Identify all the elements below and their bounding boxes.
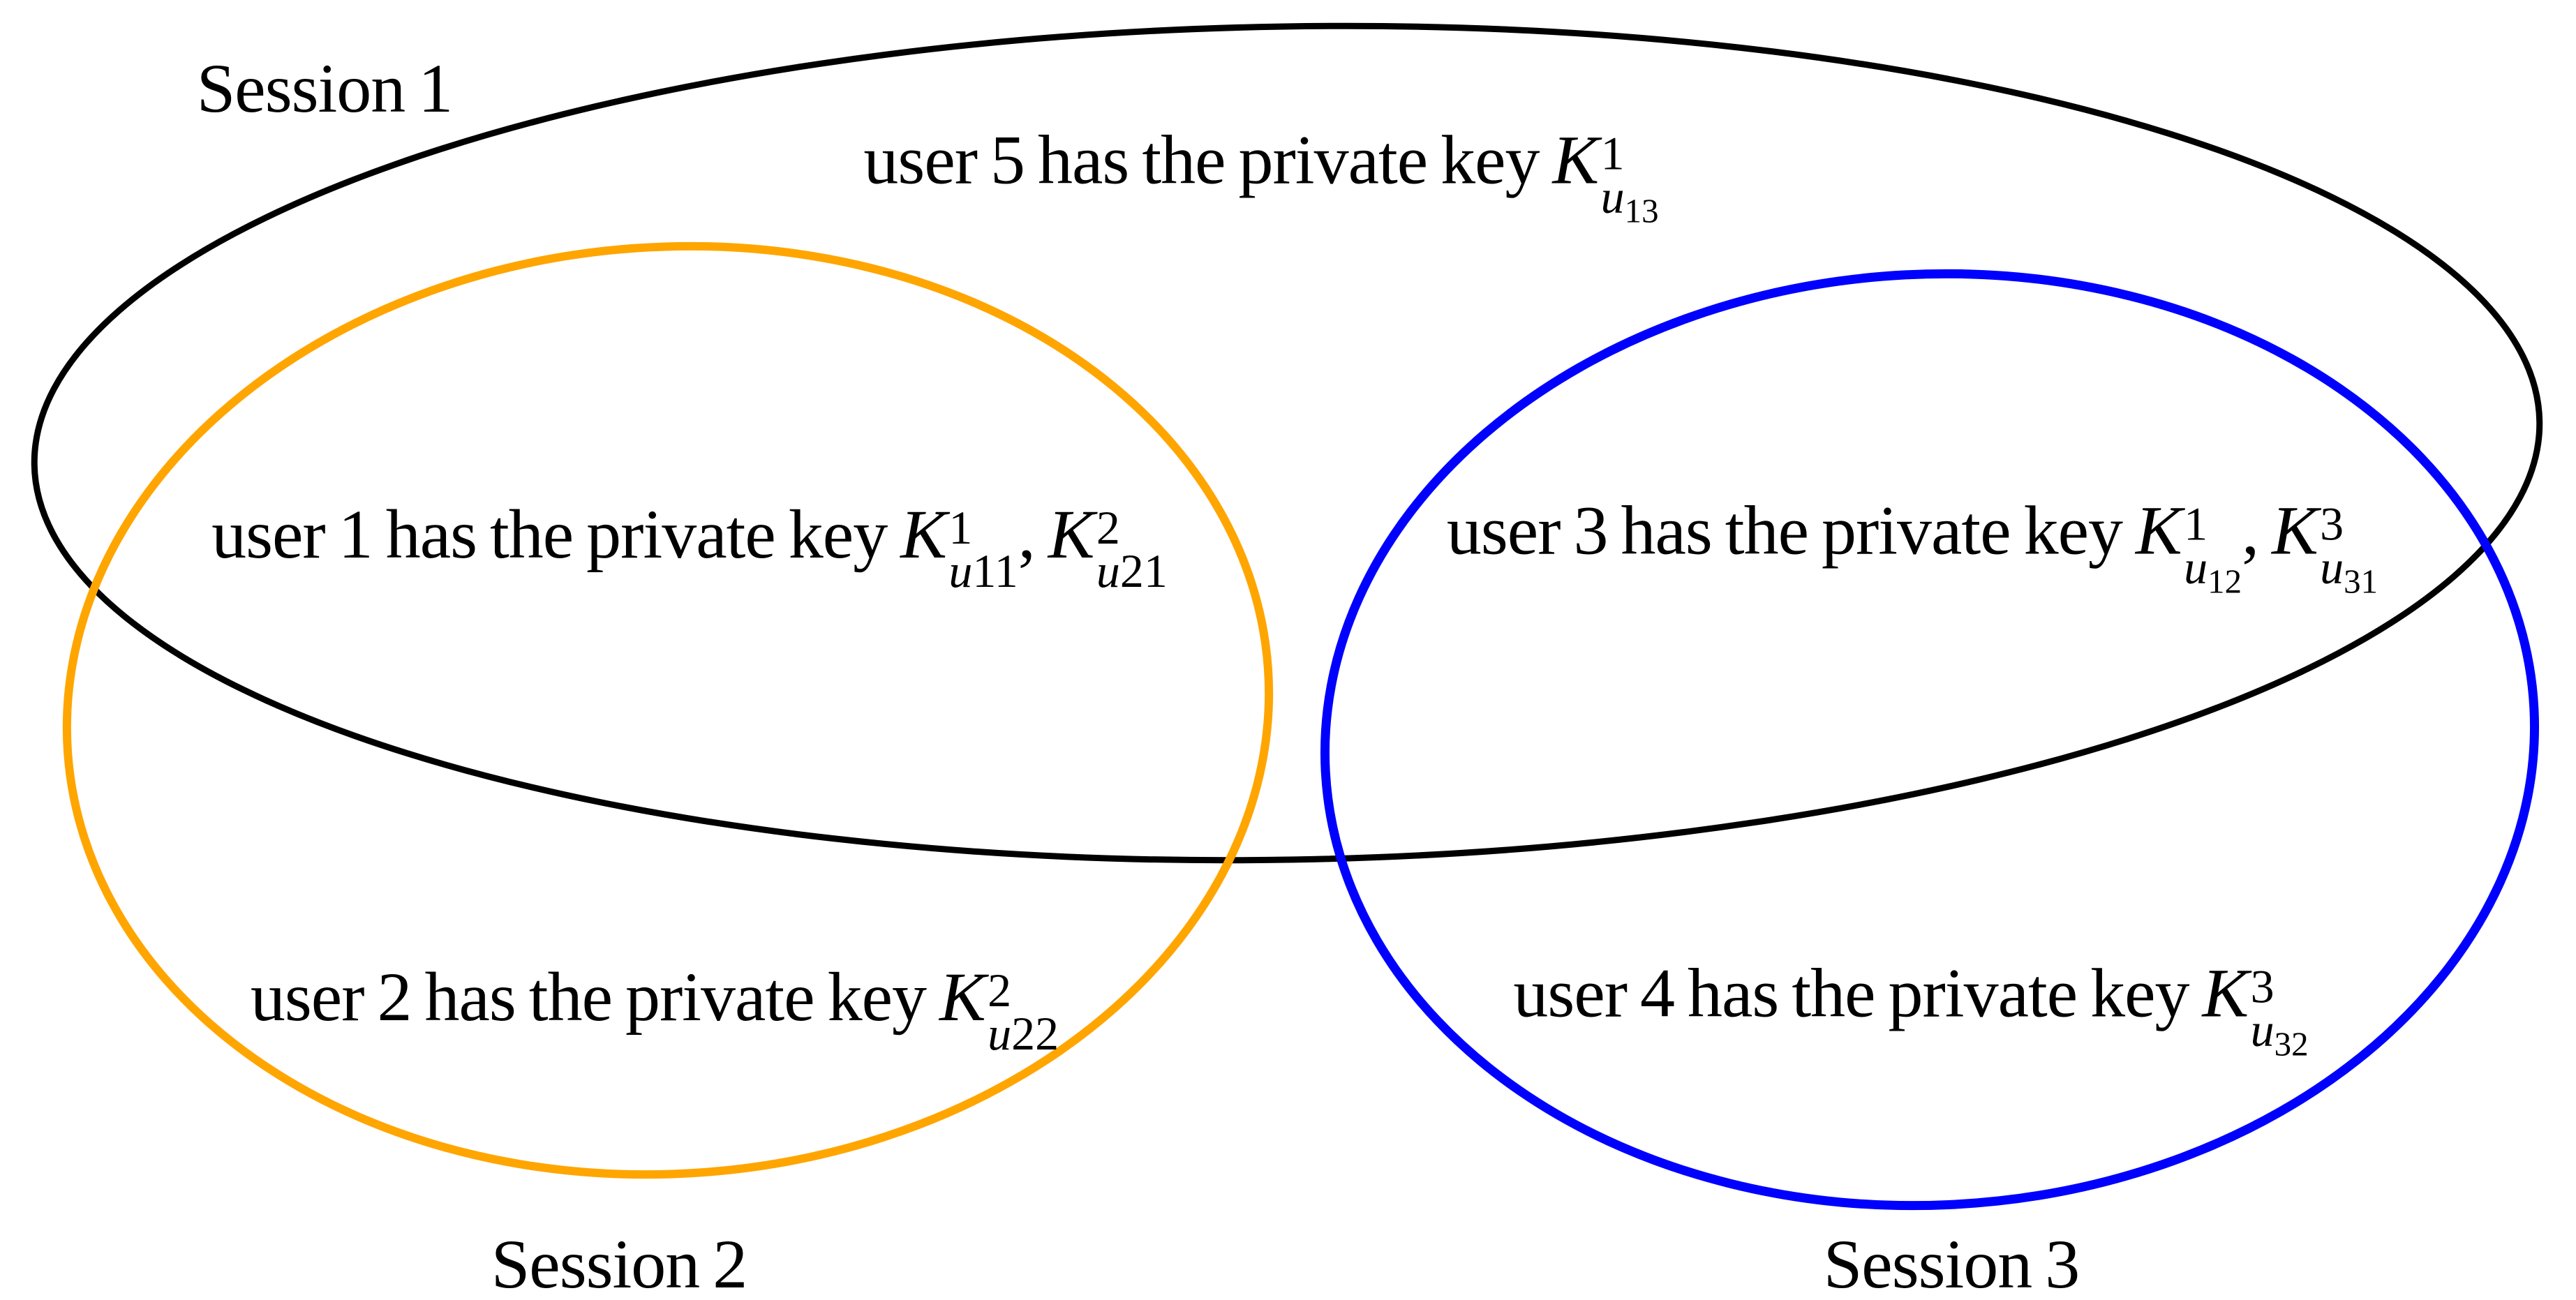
session2-ellipse <box>62 241 1274 1179</box>
session1-ellipse <box>31 22 2543 864</box>
session1-label: Session 1 <box>196 50 454 127</box>
session3-ellipse <box>1320 269 2540 1211</box>
session2-label: Session 2 <box>491 1225 748 1300</box>
session3-label: Session 3 <box>1823 1225 2080 1300</box>
